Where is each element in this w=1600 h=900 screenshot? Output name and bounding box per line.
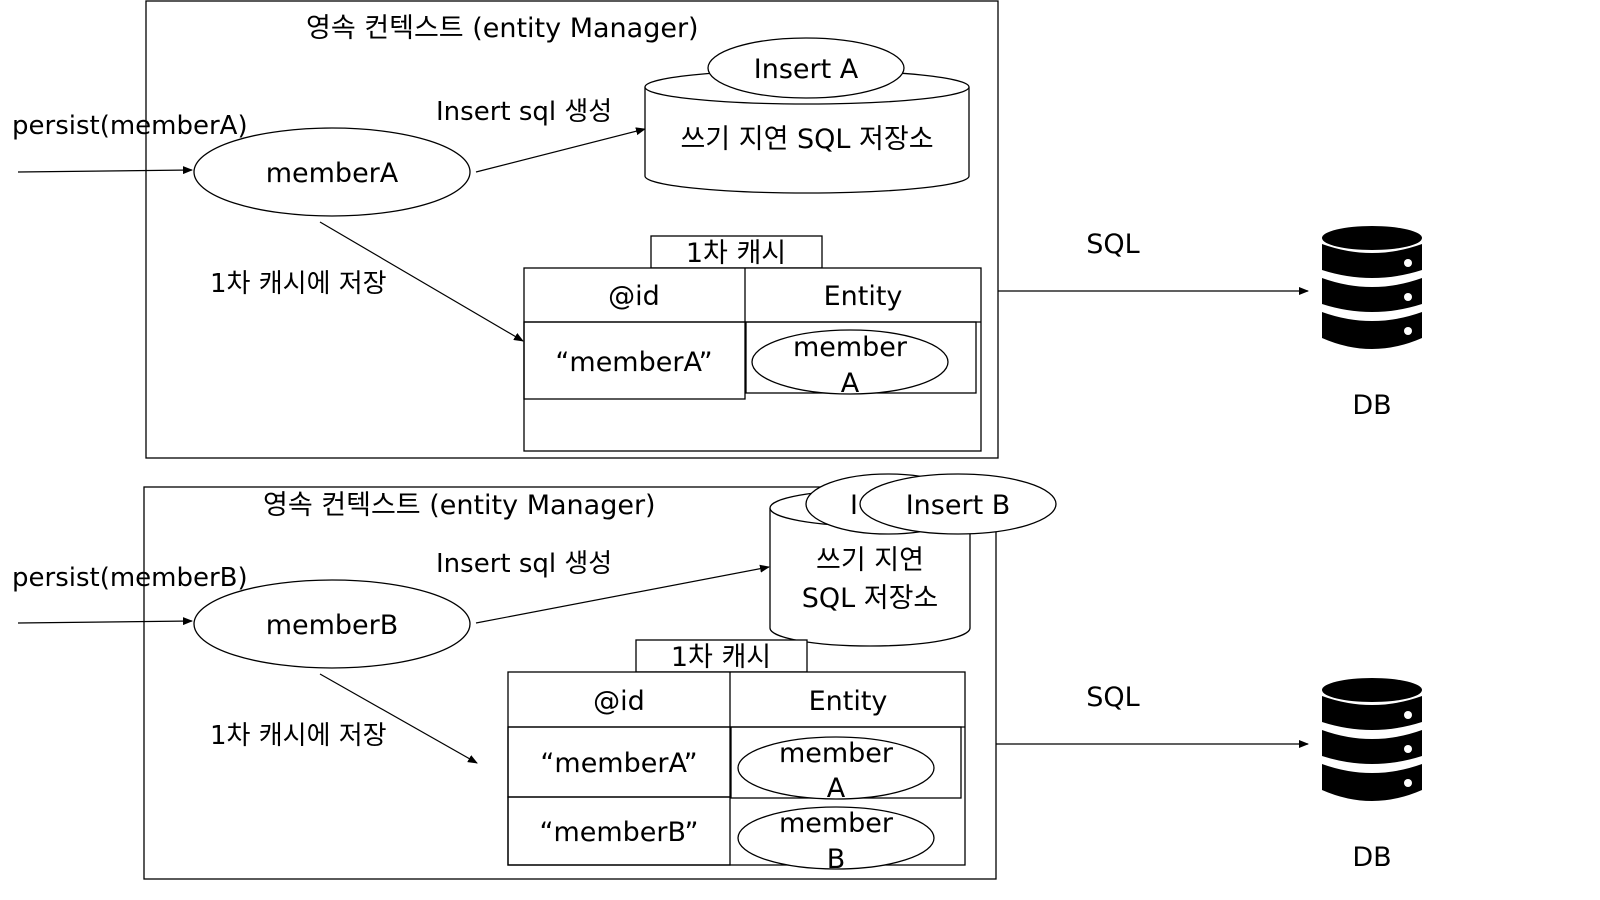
save-arrow: [319, 673, 478, 764]
panel-title: 영속 컨텍스트 (entity Manager): [263, 490, 656, 521]
cached-entity-line1: member: [779, 808, 894, 839]
insert-query-node: [859, 473, 1057, 535]
cached-entity-line2: A: [827, 773, 846, 804]
save-label: 1차 캐시에 저장: [210, 721, 387, 751]
entity-node: [193, 579, 471, 669]
first-level-cache: 1차 캐시 @id Entity “memberA” member A: [523, 235, 982, 452]
cache-col-id: @id: [608, 281, 660, 312]
save-label: 1차 캐시에 저장: [210, 269, 387, 299]
insert-sql-label: Insert sql 생성: [436, 97, 612, 127]
save-arrow: [319, 221, 524, 342]
cache-col-id: @id: [593, 686, 645, 717]
cache-title: 1차 캐시: [686, 238, 786, 269]
insert-query-label: Insert B: [906, 490, 1011, 521]
cache-row-id: “memberB”: [539, 817, 698, 848]
cache-col-entity: Entity: [824, 281, 903, 312]
persist-label: persist(memberB): [12, 563, 248, 593]
sql-store-label: 쓰기 지연 SQL 저장소: [680, 124, 933, 155]
entity-node: [193, 127, 471, 217]
entity-node-label: memberA: [266, 158, 399, 189]
sql-store-line2: SQL 저장소: [802, 583, 939, 614]
table-row: [523, 321, 746, 400]
cache-row-id: “memberA”: [540, 748, 697, 779]
insert-query-label: Insert A: [754, 54, 859, 85]
panel-b: 영속 컨텍스트 (entity Manager) persist(memberB…: [12, 473, 1422, 880]
insert-query-label: I: [850, 490, 858, 521]
cache-col-entity: Entity: [809, 686, 888, 717]
cached-entity-node: [737, 806, 935, 870]
persist-arrow: [17, 617, 193, 626]
sql-label: SQL: [1086, 229, 1139, 260]
persist-label: persist(memberA): [12, 111, 248, 141]
panel-title: 영속 컨텍스트 (entity Manager): [306, 13, 699, 44]
sql-store-line1: 쓰기 지연: [816, 545, 924, 576]
database-icon: [1322, 678, 1422, 801]
insert-sql-arrow: [475, 127, 646, 173]
persistence-context-box: [143, 486, 997, 880]
cache-row-id: “memberA”: [555, 347, 712, 378]
persist-arrow: [17, 166, 193, 175]
cached-entity-node: [751, 329, 949, 395]
insert-query-node: [707, 37, 905, 99]
cache-title: 1차 캐시: [671, 642, 771, 673]
cached-entity-line1: member: [779, 738, 894, 769]
persistence-context-box: [145, 0, 999, 459]
cached-entity-line2: A: [841, 368, 860, 399]
cached-entity-line1: member: [793, 332, 908, 363]
database-icon: [1322, 226, 1422, 349]
first-level-cache: 1차 캐시 @id Entity “memberA” member A “mem…: [507, 639, 966, 875]
cached-entity-line2: B: [827, 844, 846, 875]
cached-entity-node: [737, 736, 935, 800]
insert-sql-label: Insert sql 생성: [436, 549, 612, 579]
panel-a: 영속 컨텍스트 (entity Manager) persist(memberA…: [12, 0, 1422, 459]
db-label: DB: [1352, 842, 1391, 873]
entity-node-label: memberB: [266, 610, 399, 641]
sql-label: SQL: [1086, 682, 1139, 713]
table-row: [507, 796, 731, 866]
db-label: DB: [1352, 390, 1391, 421]
insert-sql-arrow: [475, 564, 770, 624]
